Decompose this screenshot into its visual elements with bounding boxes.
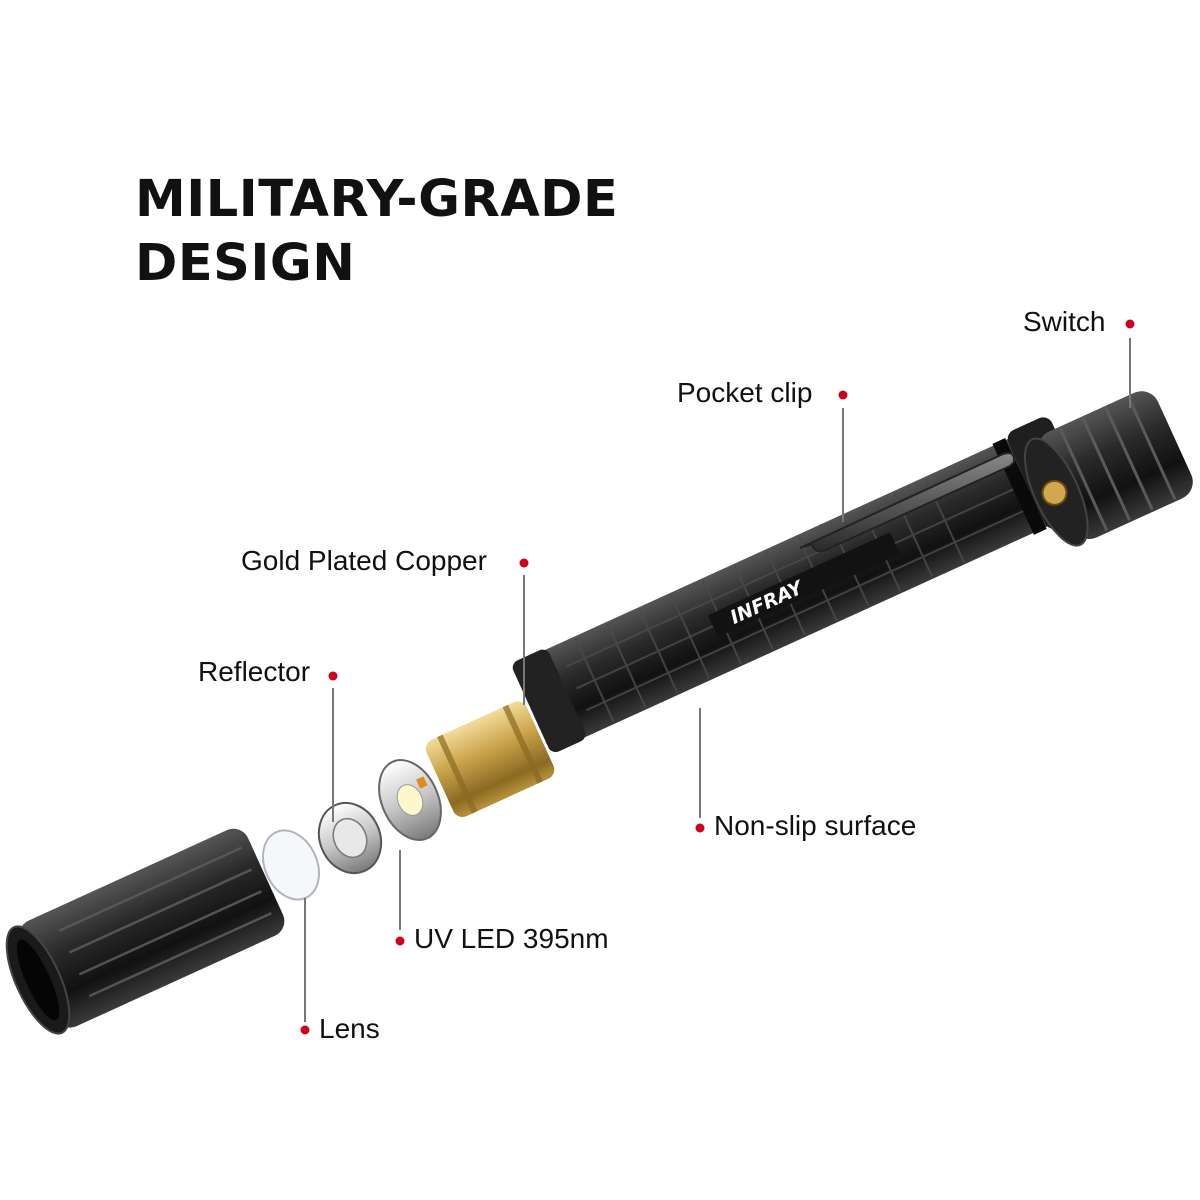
lens-part (262, 829, 320, 901)
label-lens: Lens (319, 1013, 380, 1044)
dot-reflector (328, 671, 338, 681)
gold-plated-copper-part (425, 701, 555, 817)
dot-gold-plated-copper (519, 558, 529, 568)
dot-switch (1125, 319, 1135, 329)
label-non-slip-surface: Non-slip surface (714, 810, 916, 841)
dot-pocket-clip (838, 390, 848, 400)
callout-uv-led: UV LED 395nm (395, 923, 609, 954)
label-pocket-clip: Pocket clip (677, 377, 812, 408)
dot-non-slip-surface (695, 823, 705, 833)
label-reflector: Reflector (198, 656, 310, 687)
tail-cap (5, 828, 285, 1035)
page-title: MILITARY-GRADE DESIGN (135, 168, 618, 296)
callout-lens: Lens (300, 1013, 380, 1044)
callout-reflector: Reflector (198, 656, 338, 687)
dot-uv-led (395, 936, 405, 946)
callout-switch: Switch (1023, 306, 1135, 337)
dot-lens (300, 1025, 310, 1035)
label-uv-led: UV LED 395nm (414, 923, 609, 954)
callout-non-slip-surface: Non-slip surface (695, 810, 916, 841)
uv-led-module (378, 759, 442, 841)
callout-gold-plated-copper: Gold Plated Copper (241, 545, 529, 576)
pocket-clip (799, 452, 1016, 553)
label-gold-plated-copper: Gold Plated Copper (241, 545, 487, 576)
leader-lines (304, 338, 1131, 1022)
title-line-2: DESIGN (135, 234, 356, 293)
callout-pocket-clip: Pocket clip (677, 377, 848, 408)
title-line-1: MILITARY-GRADE (135, 170, 619, 229)
label-switch: Switch (1023, 306, 1105, 337)
reflector-part (317, 801, 383, 875)
switch-cap (1024, 391, 1193, 547)
flashlight-body: INFRAY (512, 417, 1090, 753)
